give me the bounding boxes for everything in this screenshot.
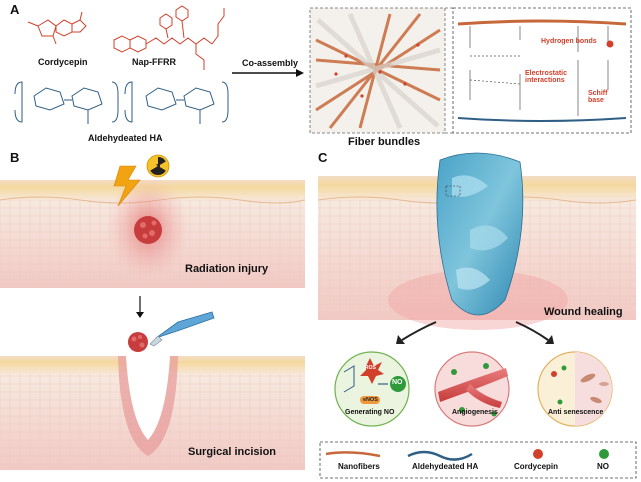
angiogenesis-circle xyxy=(434,351,510,427)
surgical-incision-label: Surgical incision xyxy=(188,446,277,458)
legend-aldehydeated-ha: Aldehydeated HA xyxy=(412,462,479,471)
skin-bottom-b xyxy=(0,356,305,470)
lightning-bolt-icon xyxy=(113,165,141,207)
legend-nanofibers: Nanofibers xyxy=(338,462,380,471)
co-assembly-label: Co-assembly xyxy=(242,58,299,68)
tumor-mass xyxy=(128,332,148,352)
generating-no-label: Generating NO xyxy=(345,409,395,416)
compound-label-cordycepin: Cordycepin xyxy=(38,57,88,67)
hydrogel-drop xyxy=(436,152,524,316)
panel-letter-b: B xyxy=(10,150,20,165)
ros-tag: ROS xyxy=(365,365,376,371)
cordycepin-structure xyxy=(27,11,87,45)
interaction-label-hydrogen-bonds: Hydrogen bonds xyxy=(541,38,597,45)
down-arrow xyxy=(136,296,144,318)
healing-arrows xyxy=(396,321,554,344)
interaction-label-schiff-base: Schiff base xyxy=(588,90,608,104)
angiogenesis-label: Angiogenesis xyxy=(452,409,498,416)
scalpel-icon xyxy=(149,311,215,347)
anti-senescence-label: Anti senescence xyxy=(548,409,604,416)
fiber-bundles-label: Fiber bundles xyxy=(348,136,421,148)
panel-letter-a: A xyxy=(10,2,20,17)
co-assembly-arrow xyxy=(232,69,304,77)
skin-top-b xyxy=(0,176,306,288)
legend-no: NO xyxy=(597,462,609,471)
legend-cordycepin: Cordycepin xyxy=(514,462,559,471)
aldehydeated-ha-structure xyxy=(14,81,229,124)
compound-label-nap-ffrr: Nap-FFRR xyxy=(132,57,176,67)
enos-tag: eNOS xyxy=(363,397,378,403)
radiation-icon xyxy=(146,154,170,178)
nap-ffrr-structure xyxy=(113,5,225,70)
no-tag: NO xyxy=(392,379,403,386)
radiation-injury-label: Radiation injury xyxy=(185,263,269,275)
interaction-box xyxy=(452,7,632,134)
no-generation-circle xyxy=(334,351,410,427)
interaction-label-electrostatic: Electrostatic interactions xyxy=(525,70,568,84)
legend-box xyxy=(319,441,637,479)
panel-letter-c: C xyxy=(318,150,328,165)
fiber-bundle-box xyxy=(309,7,446,134)
compound-label-aldehydeated-ha: Aldehydeated HA xyxy=(88,133,163,143)
wound-healing-label: Wound healing xyxy=(544,306,623,318)
anti-senescence-circle xyxy=(537,351,613,427)
